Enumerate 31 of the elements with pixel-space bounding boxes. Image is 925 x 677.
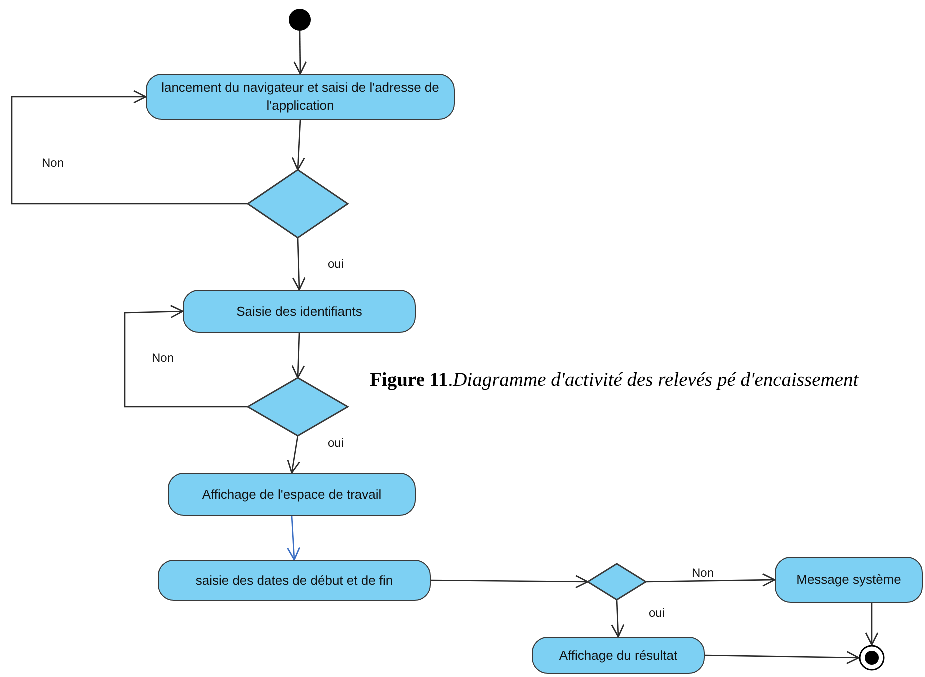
final-node [859,645,885,671]
arrow [124,305,248,408]
arrow [292,120,306,171]
arrow [865,603,879,646]
decision-diamond [248,170,348,238]
arrow [294,31,308,75]
activity-box: Saisie des identifiants [183,290,416,333]
figure-caption: Figure 11.Diagramme d'activité des relevés pé d'encaissement [370,369,860,392]
arrow [646,573,776,587]
arrow [292,332,306,379]
arrow [431,575,589,589]
decision-diamond [588,564,646,600]
edge-label: Non [40,156,66,170]
edge-label: oui [647,606,668,620]
decision-diamond [248,378,348,436]
edge-label: Non [690,566,716,580]
arrow [11,90,248,205]
edge-label: Non [150,351,176,365]
arrow [611,600,625,638]
activity-box: Affichage du résultat [532,637,705,674]
initial-node [289,9,311,31]
arrow [292,238,306,291]
activity-box: Message système [775,557,923,603]
activity-box: Affichage de l'espace de travail [168,473,416,516]
arrow [287,516,300,561]
arrow [704,651,860,664]
activity-box: lancement du navigateur et saisi de l'adresse de l'application [146,74,455,120]
edge-label: oui [326,257,346,271]
edge-label: oui [326,436,346,450]
activity-box: saisie des dates de début et de fin [158,560,431,601]
arrow [287,436,301,474]
